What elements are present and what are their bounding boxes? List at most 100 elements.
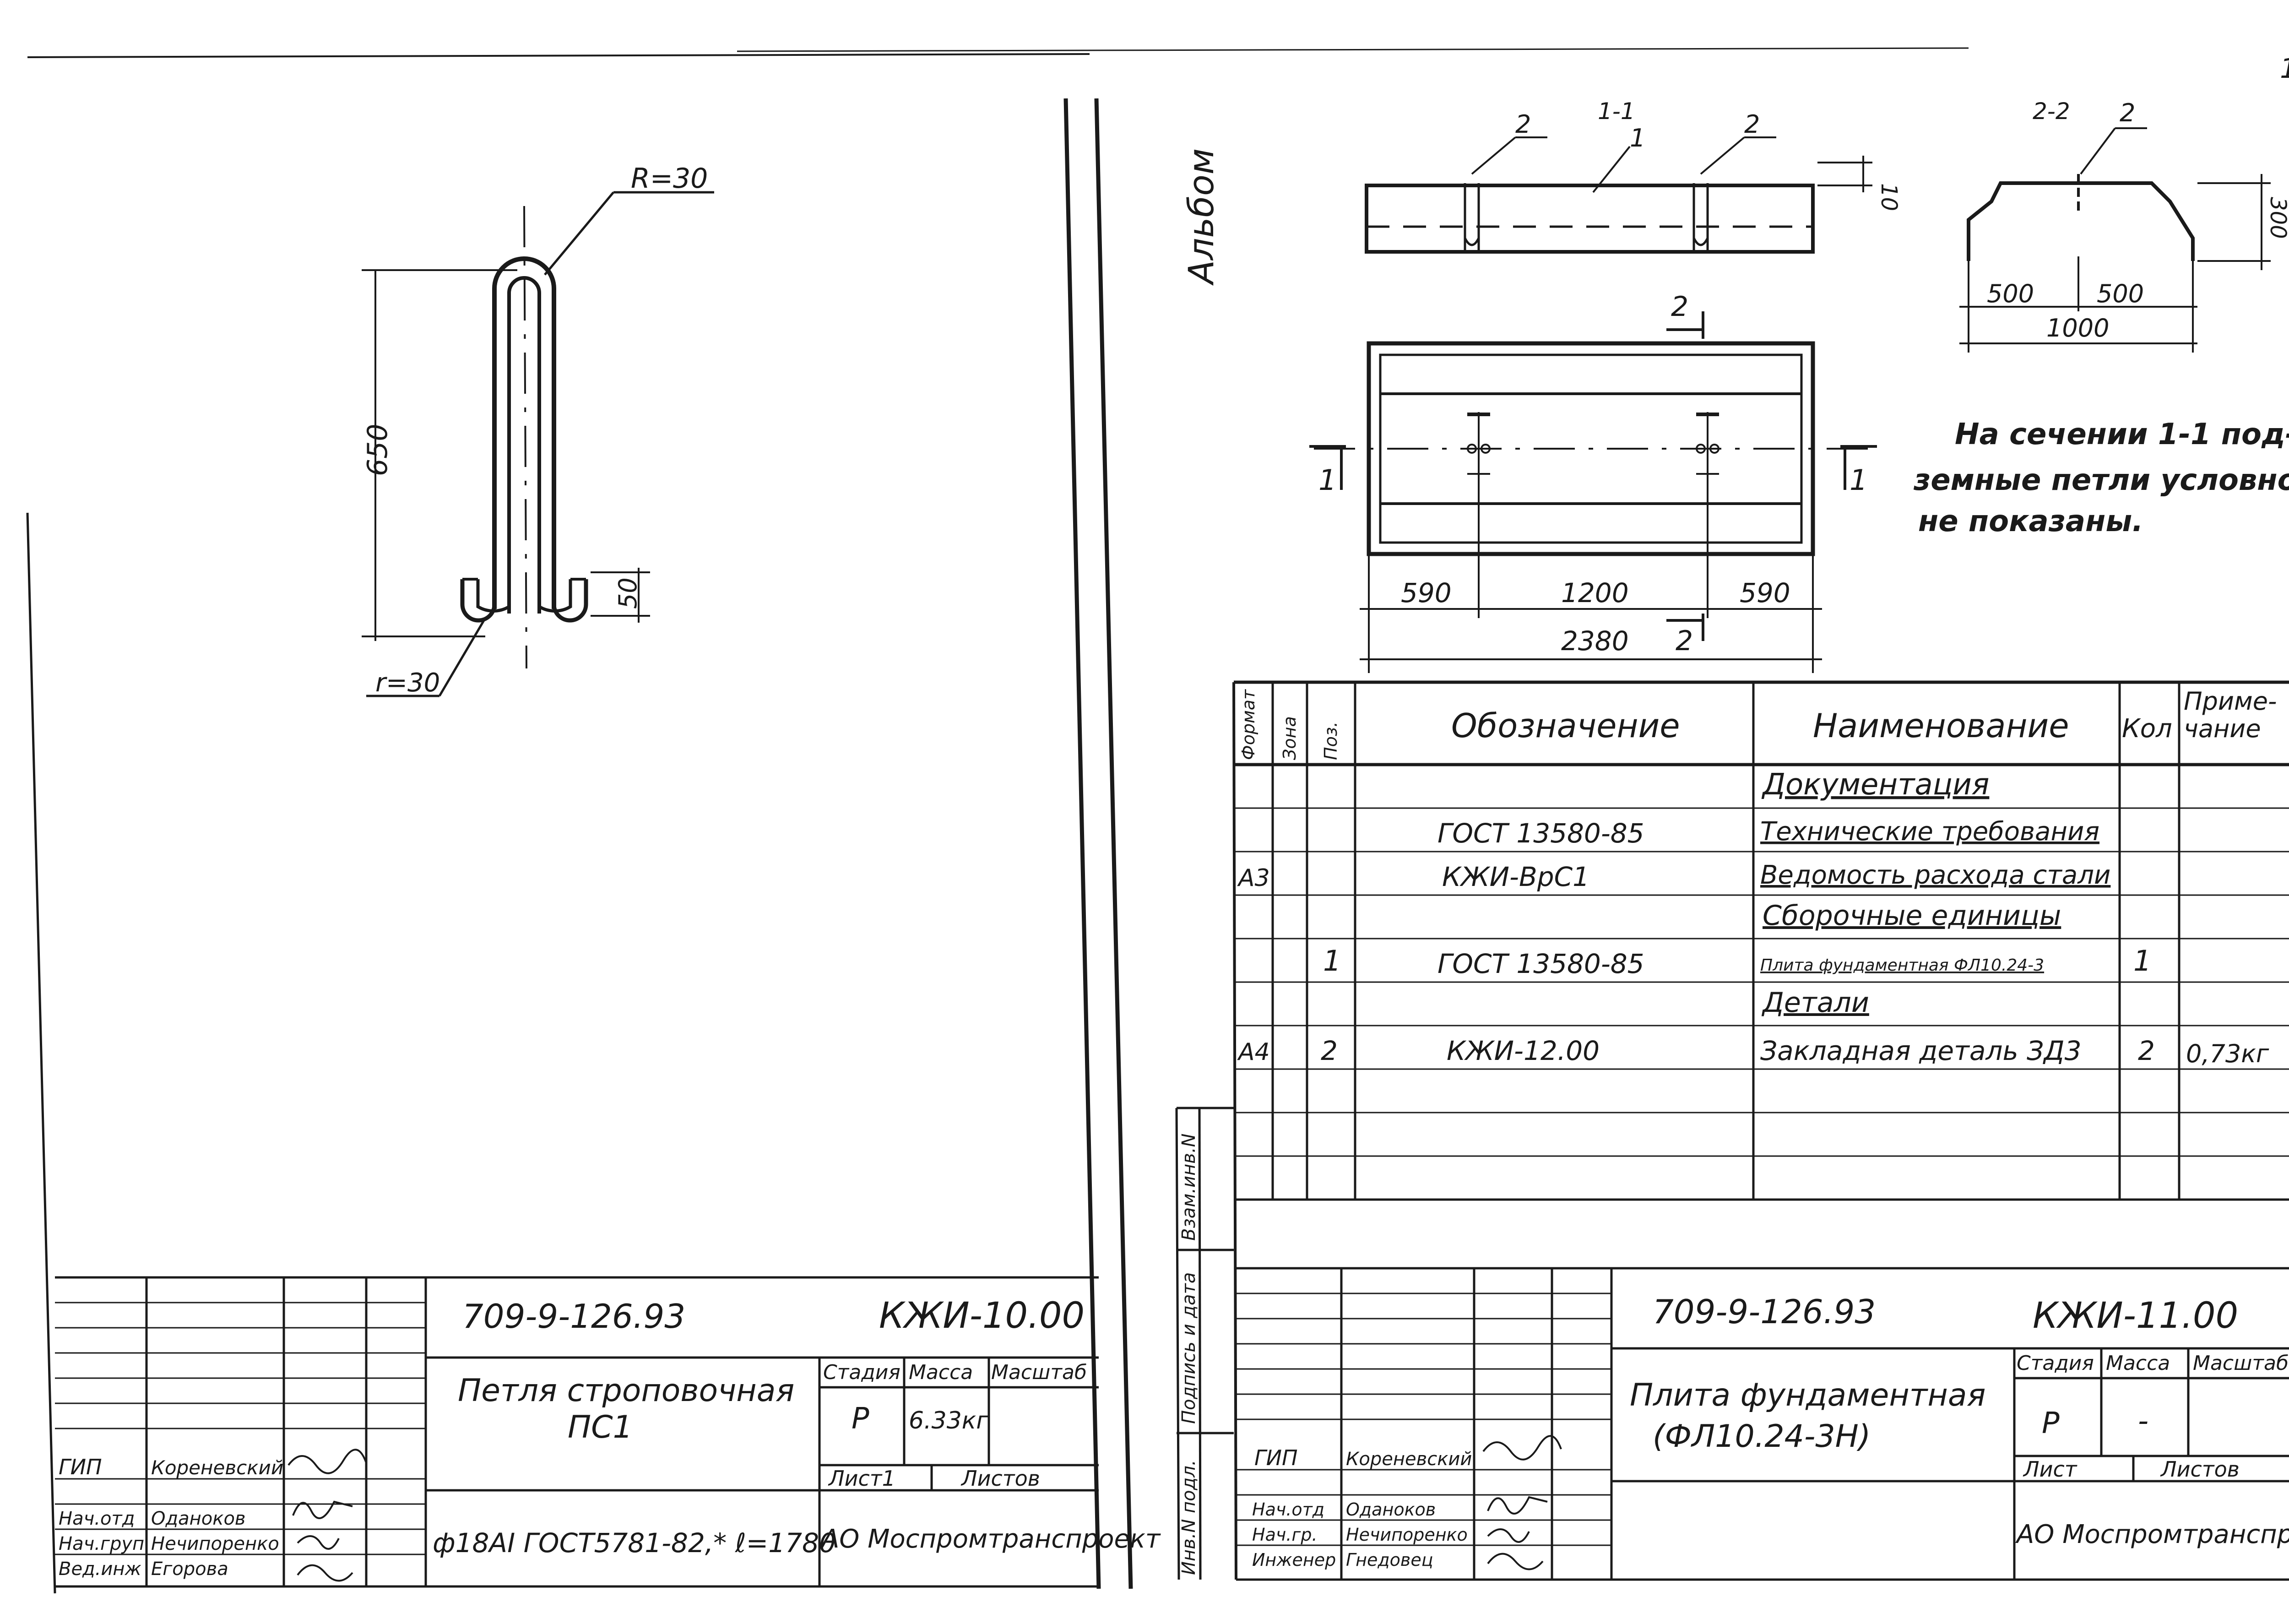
note-line-3: не показаны. bbox=[1918, 505, 2143, 538]
spec-header-format: Формат bbox=[1238, 689, 1258, 760]
right-staff-name: Гнедовец bbox=[1346, 1550, 1433, 1570]
dim-300: 300 bbox=[2265, 197, 2289, 239]
left-name-line2: ПС1 bbox=[568, 1409, 633, 1445]
right-sheet-code: КЖИ-11.00 bbox=[2033, 1295, 2238, 1336]
section-2-2-pos: 2 bbox=[2120, 98, 2135, 127]
left-signatures bbox=[287, 1449, 367, 1582]
right-staff-role: Нач.отд bbox=[1252, 1499, 1324, 1520]
dim-500a: 500 bbox=[1987, 279, 2034, 308]
spec-header-pos: Поз. bbox=[1321, 722, 1341, 760]
left-staff-name: Нечипоренко bbox=[151, 1533, 279, 1554]
spec-cell-name: Плита фундаментная ФЛ10.24-3 bbox=[1760, 956, 2044, 975]
right-mass-value: - bbox=[2138, 1404, 2148, 1438]
section-1-mark-right: 1 bbox=[1850, 463, 1867, 497]
height-650-label: 650 bbox=[362, 424, 394, 476]
right-project-code: 709-9-126.93 bbox=[1653, 1293, 1876, 1331]
left-project-code: 709-9-126.93 bbox=[462, 1297, 685, 1336]
spec-cell-format: А4 bbox=[1237, 1038, 1270, 1066]
left-company: АО Моспромтранспроект bbox=[820, 1524, 1161, 1554]
dim-1000: 1000 bbox=[2046, 314, 2109, 342]
spec-cell-note: 0,73кг bbox=[2186, 1039, 2269, 1068]
dim-590a: 590 bbox=[1401, 577, 1452, 608]
radius-top-label: R=30 bbox=[631, 163, 708, 195]
spec-table-grid bbox=[1232, 680, 2289, 1580]
page-number: 12 bbox=[2280, 53, 2289, 85]
left-mass-header: Масса bbox=[909, 1361, 973, 1384]
spec-cell-name: Сборочные единицы bbox=[1763, 900, 2061, 932]
stamp-replace-inv: Взам.инв.N bbox=[1178, 1134, 1199, 1241]
spec-cell-qty: 2 bbox=[2138, 1035, 2155, 1066]
spec-header-name: Наименование bbox=[1813, 706, 2069, 745]
note-line-2: земные петли условно bbox=[1913, 463, 2289, 497]
section-1-mark-left: 1 bbox=[1318, 463, 1336, 497]
right-stage-value: Р bbox=[2042, 1407, 2060, 1440]
spec-cell-format: А3 bbox=[1237, 864, 1270, 892]
right-staff-name: Кореневский bbox=[1346, 1449, 1472, 1470]
spec-header-zone: Зона bbox=[1280, 716, 1300, 760]
right-scale-header: Масштаб bbox=[2193, 1352, 2289, 1375]
spec-cell-designation: ГОСТ 13580-85 bbox=[1437, 818, 1644, 849]
right-sheet-label: Лист bbox=[2023, 1457, 2077, 1482]
section-2-mark-bottom: 2 bbox=[1676, 625, 1693, 657]
right-company: АО Моспромтранспроект bbox=[2015, 1520, 2289, 1549]
left-sheets-label: Листов bbox=[960, 1466, 1040, 1491]
left-staff-role: ГИП bbox=[59, 1455, 102, 1479]
dim-10: 10 bbox=[1876, 183, 1902, 211]
right-staff-name: Нечипоренко bbox=[1346, 1525, 1468, 1545]
spec-header-qty: Кол bbox=[2122, 714, 2172, 744]
dim-2380: 2380 bbox=[1561, 625, 1629, 657]
sheet-borders bbox=[26, 47, 1969, 1594]
left-name-line1: Петля строповочная bbox=[458, 1373, 794, 1409]
spec-header-note-2: чание bbox=[2184, 714, 2261, 743]
left-material: ф18АI ГОСТ5781-82,* ℓ=1780 bbox=[433, 1527, 836, 1559]
left-mass-value: 6.33кг bbox=[909, 1407, 989, 1434]
left-staff-role: Вед.инж bbox=[59, 1559, 141, 1580]
stamp-inv-orig: Инв.N подл. bbox=[1178, 1460, 1199, 1575]
pos2-label-b: 2 bbox=[1744, 110, 1760, 139]
spec-header-note-1: Приме- bbox=[2184, 687, 2277, 716]
right-name-line1: Плита фундаментная bbox=[1630, 1377, 1985, 1413]
spec-cell-name: Технические требования bbox=[1760, 817, 2099, 847]
dim-590b: 590 bbox=[1740, 577, 1790, 608]
section-2-2-view bbox=[1959, 127, 2271, 353]
spec-cell-pos: 1 bbox=[1323, 944, 1341, 978]
spec-cell-pos: 2 bbox=[1321, 1035, 1338, 1066]
right-mass-header: Масса bbox=[2106, 1352, 2170, 1375]
spec-header-designation: Обозначение bbox=[1451, 706, 1680, 745]
plan-view bbox=[1309, 311, 1877, 673]
album-label: Альбом bbox=[1181, 148, 1221, 286]
left-title-block-grid bbox=[55, 1276, 1099, 1588]
pos1-label: 1 bbox=[1630, 124, 1645, 152]
note-line-1: На сечении 1-1 под- bbox=[1955, 418, 2289, 451]
dim-500b: 500 bbox=[2097, 279, 2144, 308]
right-staff-role: ГИП bbox=[1254, 1445, 1298, 1470]
right-staff-name: Оданоков bbox=[1346, 1499, 1436, 1520]
side-stamp-column bbox=[1175, 1107, 1234, 1580]
left-staff-role: Нач.груп bbox=[59, 1533, 144, 1554]
section-2-2-title: 2-2 bbox=[2033, 98, 2070, 125]
right-staff-role: Нач.гр. bbox=[1252, 1525, 1318, 1545]
spec-cell-designation: ГОСТ 13580-85 bbox=[1437, 948, 1644, 979]
spec-cell-name: Документация bbox=[1761, 768, 1989, 802]
right-title-block-grid bbox=[1236, 1267, 2289, 1581]
radius-bottom-label: r=30 bbox=[375, 668, 440, 698]
right-signatures bbox=[1482, 1435, 1562, 1570]
left-sheet-label: Лист1 bbox=[828, 1466, 895, 1491]
section-1-1-title: 1-1 bbox=[1598, 98, 1635, 125]
spec-cell-name: Закладная деталь ЗД3 bbox=[1760, 1035, 2081, 1066]
left-staff-name: Егорова bbox=[151, 1559, 228, 1580]
left-stage-header: Стадия bbox=[823, 1361, 900, 1384]
spec-cell-qty: 1 bbox=[2133, 944, 2151, 978]
loop-drawing bbox=[362, 191, 714, 697]
section-2-mark-top: 2 bbox=[1671, 291, 1688, 323]
left-sheet-code: КЖИ-10.00 bbox=[879, 1295, 1085, 1336]
dim-1200: 1200 bbox=[1561, 577, 1629, 608]
left-staff-role: Нач.отд bbox=[59, 1508, 135, 1529]
spec-cell-name: Ведомость расхода стали bbox=[1760, 860, 2110, 890]
right-sheets-label: Листов bbox=[2160, 1457, 2240, 1482]
spec-cell-designation: КЖИ-12.00 bbox=[1447, 1035, 1600, 1066]
left-staff-name: Оданоков bbox=[151, 1508, 245, 1529]
right-stage-header: Стадия bbox=[2017, 1352, 2094, 1375]
left-scale-header: Масштаб bbox=[991, 1361, 1087, 1384]
